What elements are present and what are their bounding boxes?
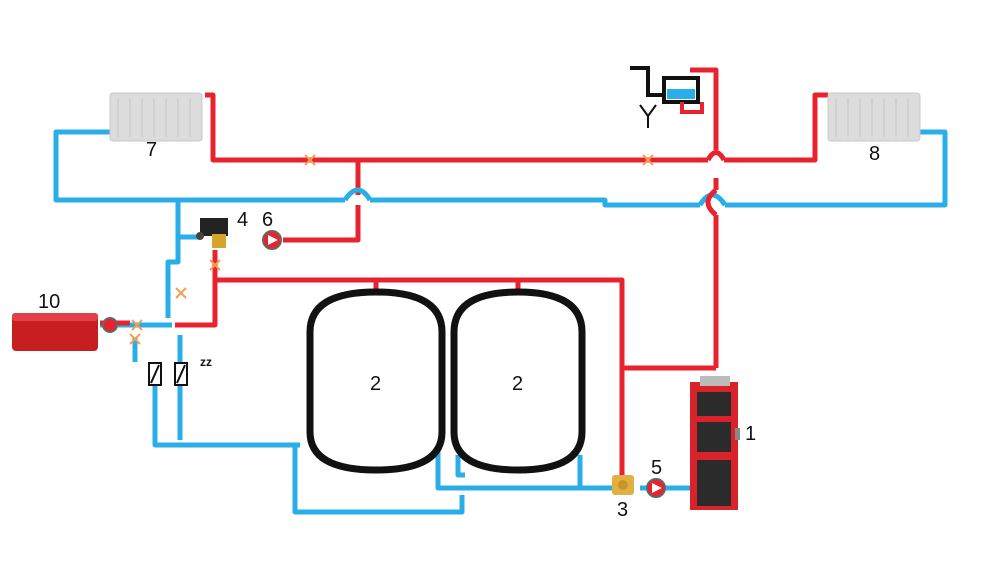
label-water-heater: 10 bbox=[38, 291, 60, 313]
radiator-7 bbox=[109, 92, 203, 142]
storage-tank-left bbox=[306, 288, 446, 474]
supply-pipe-expansion bbox=[690, 67, 719, 150]
return-pipe-tank-right-2 bbox=[455, 455, 465, 478]
label-radiator-left: 7 bbox=[146, 139, 157, 161]
shutoff-cross-icon bbox=[209, 259, 221, 271]
label-pump-boiler: 5 bbox=[651, 457, 662, 479]
water-heater bbox=[12, 313, 98, 351]
circulation-pump-6 bbox=[262, 230, 282, 250]
supply-pipe-to-radiator-8 bbox=[724, 92, 828, 163]
shutoff-cross-icon bbox=[642, 154, 654, 166]
crossover-red-right bbox=[705, 150, 727, 162]
safety-funnel-icon bbox=[639, 104, 657, 128]
return-pipe-left-low bbox=[152, 385, 300, 448]
crossover-blue-left bbox=[342, 187, 373, 202]
crossover-red-riser bbox=[705, 188, 718, 217]
label-radiator-right: 8 bbox=[869, 143, 880, 165]
label-three-way-valve: 4 bbox=[237, 209, 248, 231]
pipe-crossovers bbox=[342, 150, 728, 217]
return-pipe-main-right bbox=[725, 129, 948, 208]
boiler bbox=[690, 376, 740, 510]
mixing-valve-3 bbox=[612, 475, 634, 495]
shutoff-cross-icon bbox=[304, 154, 316, 166]
circulation-pump-5 bbox=[646, 478, 666, 498]
supply-pipe-header bbox=[215, 277, 716, 371]
circulation-pump-water-heater bbox=[102, 317, 118, 333]
shutoff-valves bbox=[129, 154, 654, 345]
storage-tank-right bbox=[450, 288, 586, 474]
supply-pipe-pump-6 bbox=[283, 205, 361, 243]
return-pipe-radiator-7 bbox=[53, 129, 345, 203]
label-tank-right: 2 bbox=[512, 373, 523, 395]
return-pipe-down-left bbox=[165, 200, 181, 318]
shutoff-cross-icon bbox=[129, 333, 141, 345]
return-pipe-main bbox=[370, 197, 700, 208]
supply-pipes bbox=[100, 67, 828, 475]
label-mixing-valve: 3 bbox=[617, 499, 628, 521]
label-tank-left: 2 bbox=[370, 373, 381, 395]
label-boiler: 1 bbox=[745, 423, 756, 445]
return-pipe-tank-right bbox=[435, 445, 618, 491]
check-valves bbox=[148, 362, 188, 386]
radiator-8 bbox=[827, 92, 921, 142]
shutoff-cross-icon bbox=[175, 287, 187, 299]
component-labels: 1 2 2 3 4 5 6 7 8 10 zz bbox=[38, 139, 880, 521]
expansion-vessel bbox=[630, 66, 704, 128]
supply-pipe-header-down bbox=[175, 250, 218, 328]
label-pump-heating: 6 bbox=[262, 209, 273, 231]
three-way-valve-4 bbox=[196, 218, 228, 248]
return-pipe-tank-left bbox=[292, 445, 465, 515]
label-check-valves: zz bbox=[200, 355, 212, 369]
shutoff-cross-icon bbox=[131, 319, 143, 331]
supply-pipe-radiator-7 bbox=[205, 92, 600, 163]
